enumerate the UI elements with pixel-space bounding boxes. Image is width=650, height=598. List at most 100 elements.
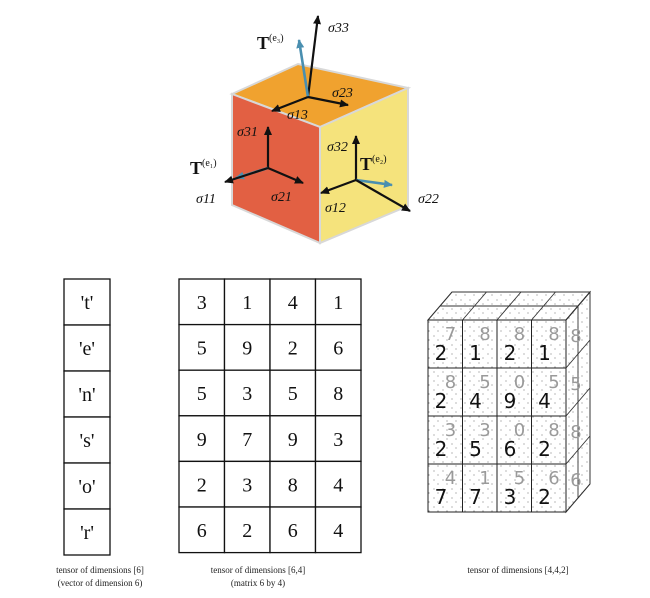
tensor3d-back-value: 8: [570, 326, 581, 347]
tensor3d-back-value: 6: [548, 468, 559, 489]
sigma11-arrow: [224, 166, 269, 184]
sigma12-arrow: [320, 178, 357, 195]
vector-cell: [63, 416, 111, 464]
vector-value: 'r': [80, 522, 94, 544]
vector-value: 's': [80, 430, 95, 452]
matrix-value: 1: [242, 292, 252, 314]
vector-cell: [63, 462, 111, 510]
tensor3d-back-value: 0: [514, 420, 525, 441]
matrix-value: 5: [197, 383, 207, 405]
label-t-e3: T(e₃): [257, 33, 284, 53]
matrix-cell: [223, 460, 271, 508]
matrix-cell: [269, 415, 317, 463]
tensor3d-front-value: 1: [469, 341, 482, 365]
matrix-value: 8: [288, 474, 298, 496]
tensor3d-back-value: 1: [479, 468, 490, 489]
matrix-value: 6: [333, 338, 343, 360]
tensor3d-back-value: 6: [570, 470, 581, 491]
matrix-value: 2: [288, 338, 298, 360]
tensor3d-front-value: 2: [504, 341, 517, 365]
label-sigma21: σ21: [271, 190, 292, 205]
tensor3d-back-value: 8: [548, 324, 559, 345]
matrix-value: 8: [333, 383, 343, 405]
matrix-value: 2: [242, 520, 252, 542]
tensor3d-back-value: 8: [514, 324, 525, 345]
tensor3d-cell: [531, 463, 567, 513]
label-t-e1: T(e₁): [190, 158, 217, 178]
tensor3d-front-value: 6: [504, 437, 517, 461]
label-sigma12: σ12: [325, 201, 346, 216]
matrix-value: 3: [197, 292, 207, 314]
label-t-e2: T(e₂): [360, 154, 387, 174]
label-sigma32: σ32: [327, 140, 348, 155]
tensor3d-back-value: 3: [479, 420, 490, 441]
tensor3d-back-value: 3: [445, 420, 456, 441]
matrix-value: 1: [333, 292, 343, 314]
matrix-cell: [314, 278, 362, 326]
matrix-value: 3: [242, 474, 252, 496]
tensor3d-cell: [462, 463, 498, 513]
tensor3d-back-value: 7: [445, 324, 456, 345]
tensor3d-front-value: 9: [504, 389, 517, 413]
matrix-cell: [314, 369, 362, 417]
matrix-value: 9: [288, 429, 298, 451]
matrix-value: 5: [288, 383, 298, 405]
tensor3d-front-value: 1: [538, 341, 551, 365]
tensor3d-front-value: 4: [469, 389, 482, 413]
matrix-cell: [314, 415, 362, 463]
matrix-value: 6: [197, 520, 207, 542]
tensor3d-front-value: 5: [469, 437, 482, 461]
tensor3d-back-value: 8: [548, 420, 559, 441]
stress-cube: σ33 σ23 σ13 σ31 σ21 σ11 σ32 σ12 σ22 T(e₃…: [190, 15, 439, 245]
matrix-value: 4: [333, 520, 343, 542]
tensor3d-cell: [531, 415, 567, 465]
sigma33-arrow: [306, 15, 321, 98]
tensor3d-cell: [496, 415, 532, 465]
tensor3d-back-value: 5: [548, 372, 559, 393]
matrix-value: 7: [242, 429, 252, 451]
vector-tensor: 't' 'e' 'n' 's' 'o' 'r': [63, 278, 111, 556]
matrix-caption-line2: (matrix 6 by 4): [231, 578, 285, 588]
tensor3d-cell: [496, 367, 532, 417]
vector-value: 't': [81, 292, 94, 314]
sigma22-arrow: [355, 179, 411, 212]
vector-value: 'e': [79, 338, 95, 360]
matrix-cell: [314, 506, 362, 554]
matrix-value: 9: [197, 429, 207, 451]
matrix-value: 4: [288, 292, 298, 314]
tensor3d-back-value: 5: [479, 372, 490, 393]
matrix-cell: [178, 278, 226, 326]
tensor3d-front-value: 2: [538, 437, 551, 461]
matrix-value: 3: [242, 383, 252, 405]
t-e3-arrow: [296, 39, 310, 98]
matrix-cell: [223, 415, 271, 463]
tensor3d-front-value: 7: [469, 485, 482, 509]
tensor3d-back-value: 8: [445, 372, 456, 393]
matrix-cell: [223, 278, 271, 326]
tensor3d-front-value: 2: [435, 341, 448, 365]
tensor3d-front-value: 2: [538, 485, 551, 509]
sigma21-arrow: [267, 166, 304, 185]
tensor3d-cell: [531, 319, 567, 369]
matrix-cell: [314, 323, 362, 371]
tensor3d-front-value: 2: [435, 437, 448, 461]
matrix-value: 6: [288, 520, 298, 542]
matrix-cell: [178, 460, 226, 508]
matrix-value: 5: [197, 338, 207, 360]
matrix-value: 4: [333, 474, 343, 496]
label-sigma23: σ23: [332, 86, 353, 101]
vector-value: 'o': [78, 476, 95, 498]
vector-cell: [63, 278, 111, 326]
tensor3d-back-value: 5: [570, 374, 581, 395]
vector-value: 'n': [78, 384, 95, 406]
t-e2-arrow: [355, 178, 393, 188]
sigma23-arrow: [307, 95, 349, 108]
vector-cell: [63, 370, 111, 418]
tensor3d-front-value: 3: [504, 485, 517, 509]
tensor3d-back-value: 8: [479, 324, 490, 345]
tensor3d-back-value: 4: [445, 468, 456, 489]
vector-cell: [63, 324, 111, 372]
